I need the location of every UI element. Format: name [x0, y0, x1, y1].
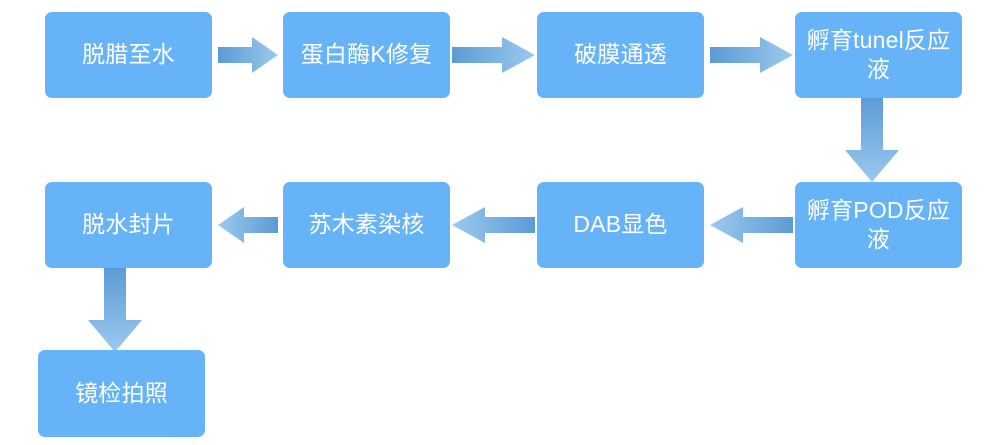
flow-node-jingjian-paizhao[interactable]: 镜检拍照: [38, 350, 205, 437]
flow-node-fuyu-pod-fanyingye[interactable]: 孵育POD反应液: [795, 182, 962, 268]
flow-node-label: 脱水封片: [82, 211, 175, 238]
flow-node-label: 脱腊至水: [82, 41, 175, 68]
arrow-right-n2-n3: [452, 37, 535, 73]
arrow-left-n5-n6: [710, 207, 793, 243]
flow-node-label: 蛋白酶K修复: [300, 41, 433, 68]
flow-node-sumusu-ranhe[interactable]: 苏木素染核: [283, 182, 450, 268]
flow-node-label: DAB显色: [573, 211, 668, 238]
arrow-down-n4-n5: [845, 98, 899, 182]
arrow-left-n7-n8: [218, 207, 278, 243]
flow-node-dab-xianse[interactable]: DAB显色: [537, 182, 704, 268]
flow-node-label: 破膜通透: [574, 41, 667, 68]
flow-node-pomo-tongtou[interactable]: 破膜通透: [537, 12, 704, 98]
arrow-right-n1-n2: [218, 37, 278, 73]
flow-node-tuoshui-fengpian[interactable]: 脱水封片: [45, 182, 212, 268]
flow-node-tuolazhishui[interactable]: 脱腊至水: [45, 12, 212, 98]
flow-node-label: 孵育tunel反应液: [806, 26, 951, 82]
flow-node-danbaimeik-xiufu[interactable]: 蛋白酶K修复: [283, 12, 450, 98]
flow-node-label: 孵育POD反应液: [806, 196, 951, 252]
arrow-left-n6-n7: [452, 207, 535, 243]
arrow-down-n8-n9: [88, 268, 142, 352]
flow-node-label: 苏木素染核: [308, 211, 425, 238]
flow-node-fuyu-tunel-fanyingye[interactable]: 孵育tunel反应液: [795, 12, 962, 98]
arrow-right-n3-n4: [710, 37, 793, 73]
flow-node-label: 镜检拍照: [75, 379, 168, 406]
